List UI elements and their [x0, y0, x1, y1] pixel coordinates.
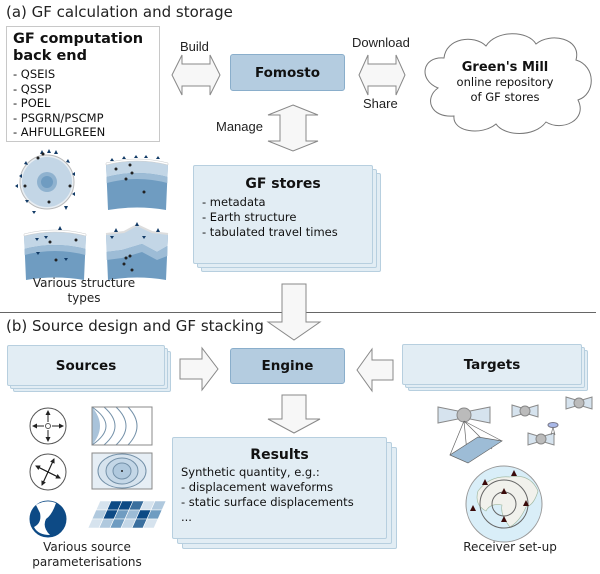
receiver-setup-caption: Receiver set-up: [463, 540, 557, 554]
spherical-earth-icon: [15, 149, 75, 214]
sources-caption-line1: Various source: [43, 540, 131, 554]
gf-stores-item: - metadata: [202, 195, 266, 209]
gf-stores-item: - tabulated travel times: [202, 225, 338, 239]
targets-card: Targets: [402, 344, 582, 385]
gf-stores-stack: GF stores - metadata - Earth structure -…: [193, 165, 381, 272]
topography-structure-icon: [105, 222, 169, 280]
results-title: Results: [250, 447, 309, 463]
backend-heading-2: back end: [13, 48, 87, 64]
rectangular-source-icon: [91, 406, 153, 446]
down-arrow-to-engine-icon: [266, 283, 322, 341]
sources-label: Sources: [55, 357, 117, 374]
backend-heading-1: GF computation: [13, 31, 144, 47]
satellite-icon: [437, 406, 491, 424]
structure-caption-line2: types: [67, 291, 101, 305]
greens-mill-line2: of GF stores: [470, 90, 540, 104]
download-label: Download: [352, 35, 410, 50]
satellite-icon: [565, 396, 593, 410]
structure-types-caption: Various structure types: [14, 276, 154, 306]
slip-patch-source-icon: [87, 500, 167, 529]
beachball-source-icon: [29, 500, 67, 538]
layered-crust-icon: [23, 226, 87, 280]
fomosto-label: Fomosto: [254, 64, 321, 81]
manage-vertical-double-arrow-icon: [267, 104, 319, 152]
sources-stack: Sources: [7, 345, 171, 392]
backend-item: - QSSP: [13, 81, 52, 96]
engine-label: Engine: [261, 358, 314, 374]
build-double-arrow-icon: [171, 54, 221, 96]
slip-patch-cell: [142, 518, 159, 529]
results-item: - displacement waveforms: [181, 480, 334, 494]
gf-stores-card: GF stores - metadata - Earth structure -…: [193, 165, 373, 264]
backend-item: - PSGRN/PSCMP: [13, 110, 104, 125]
greens-mill-line1: online repository: [456, 75, 554, 89]
results-card: Results Synthetic quantity, e.g.: - disp…: [172, 437, 387, 539]
results-item: ...: [181, 510, 192, 524]
insar-footprint-icon: [449, 420, 503, 464]
circular-rupture-source-icon: [91, 452, 153, 490]
globe-stations-icon: [465, 465, 543, 543]
right-arrow-sources-to-engine-icon: [179, 346, 219, 392]
section-a-title: (a) GF calculation and storage: [6, 3, 233, 21]
fomosto-box: Fomosto: [230, 54, 345, 91]
engine-box: Engine: [230, 348, 345, 384]
gf-stores-item: - Earth structure: [202, 210, 297, 224]
backend-item: - QSEIS: [13, 67, 56, 81]
source-parameterisations-illustration: [29, 406, 167, 538]
build-label: Build: [180, 39, 209, 54]
down-arrow-to-results-icon: [267, 394, 321, 434]
greens-mill-title: Green's Mill: [461, 60, 549, 75]
gf-backend-box: GF computation back end - QSEIS - QSSP -…: [6, 26, 160, 142]
sources-card: Sources: [7, 345, 165, 386]
targets-label: Targets: [463, 356, 521, 373]
manage-label: Manage: [216, 119, 263, 134]
backend-item: - POEL: [13, 96, 51, 110]
double-couple-source-icon: [29, 453, 67, 491]
explosion-source-icon: [29, 407, 67, 445]
section-b-title: (b) Source design and GF stacking: [6, 317, 264, 335]
left-arrow-targets-to-engine-icon: [356, 347, 394, 393]
structure-types-illustration: [15, 149, 169, 280]
backend-item: - AHFULLGREEN: [13, 125, 106, 139]
targets-stack: Targets: [402, 344, 588, 391]
source-parameterisations-caption: Various source parameterisations: [22, 540, 152, 570]
gf-stores-title: GF stores: [245, 176, 321, 192]
layered-halfspace-icon: [105, 155, 169, 210]
share-label: Share: [363, 96, 398, 111]
structure-caption-line1: Various structure: [32, 276, 136, 290]
results-stack: Results Synthetic quantity, e.g.: - disp…: [172, 437, 397, 549]
results-item: Synthetic quantity, e.g.:: [181, 465, 320, 479]
download-share-double-arrow-icon: [358, 54, 406, 96]
satellite-icon: [527, 432, 555, 446]
sources-caption-line2: parameterisations: [32, 555, 142, 569]
gps-antenna-icon: [547, 422, 559, 436]
cloud-icon: [424, 33, 592, 134]
results-item: - static surface displacements: [181, 495, 354, 509]
greens-mill-text: Green's Mill online repository of GF sto…: [430, 60, 580, 105]
satellite-icon: [511, 404, 539, 418]
receiver-setup-illustration: [437, 396, 593, 543]
